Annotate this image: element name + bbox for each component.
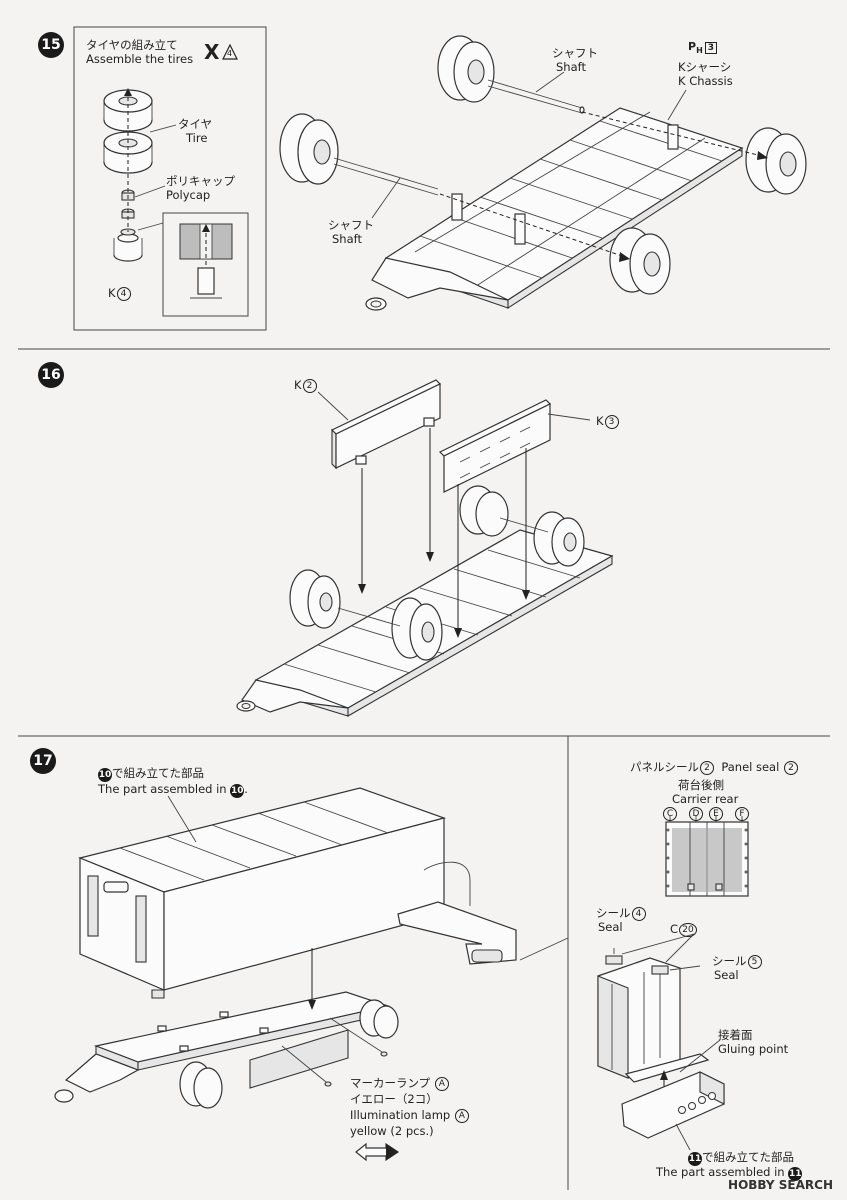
ref-10-jp-text: で組み立てた部品 xyxy=(112,766,204,780)
carrier-rear-drawing xyxy=(665,816,749,897)
ref-11-en: The part assembled in 11 xyxy=(656,1165,803,1181)
shaft-label-en: Shaft xyxy=(556,60,586,74)
panel-seal-en-number: 2 xyxy=(783,761,798,775)
ref-11-number: 11 xyxy=(688,1152,702,1166)
step-16-number: 16 xyxy=(38,362,64,388)
seal4-number: 4 xyxy=(631,907,646,921)
ref-10-jp: 10で組み立てた部品 xyxy=(98,766,204,782)
polycap-label-en: Polycap xyxy=(166,188,211,202)
seal-c-label: C xyxy=(662,806,677,821)
illumination-lamp-a: A xyxy=(454,1109,469,1123)
yellow-jp: イエロー（2コ） xyxy=(350,1092,438,1106)
x-mark: X xyxy=(204,40,220,64)
part-k2-number: 2 xyxy=(302,379,317,393)
tire-label-jp: タイヤ xyxy=(178,117,213,131)
panel-seal-jp: パネルシール xyxy=(630,760,699,774)
k-chassis-label-jp: Kシャーシ xyxy=(678,60,732,74)
seal-d-label: D xyxy=(688,806,703,821)
seal5-jp-text: シール xyxy=(712,954,747,968)
shaft-label-jp: シャフト xyxy=(552,46,598,60)
part-c20-number: 20 xyxy=(679,923,698,937)
rear-gate-drawing xyxy=(597,933,725,1151)
gluing-point-en: Gluing point xyxy=(718,1042,789,1056)
marker-lamp-jp: マーカーランプ A xyxy=(350,1076,449,1091)
part-k3-letter: K xyxy=(596,414,604,428)
ph-sub: H xyxy=(696,46,703,56)
part-c20-letter: C xyxy=(670,922,679,936)
seal-f-label: F xyxy=(734,806,749,821)
tire-label-en: Tire xyxy=(186,131,208,145)
ref-11-en-number: 11 xyxy=(788,1167,803,1181)
shaft2-label-en: Shaft xyxy=(332,232,362,246)
marker-lamp-jp-text: マーカーランプ xyxy=(350,1076,431,1090)
seal5-en: Seal xyxy=(714,968,739,982)
chassis-15-drawing xyxy=(279,35,807,311)
x-part-number: 4 xyxy=(227,49,233,58)
yellow-en: yellow (2 pcs.) xyxy=(350,1124,434,1138)
carrier-rear-en: Carrier rear xyxy=(672,792,739,806)
part-k3-number: 3 xyxy=(604,415,619,429)
seal4-jp-text: シール xyxy=(596,906,631,920)
part-k4-letter: K xyxy=(108,286,116,300)
marker-lamp-a: A xyxy=(434,1077,449,1091)
assemble-tires-title-en: Assemble the tires xyxy=(86,52,194,66)
ph-number: 3 xyxy=(704,42,718,54)
x-part-triangle-icon: 4 xyxy=(222,44,238,60)
polycap-label-jp: ポリキャップ xyxy=(166,174,235,188)
seal5-number: 5 xyxy=(747,955,762,969)
seal-e-label: E xyxy=(708,806,723,821)
part-k4-number: 4 xyxy=(116,287,131,301)
seal-c: C xyxy=(663,807,677,821)
tire-stack-drawing xyxy=(103,88,153,262)
ref-11-jp: 11で組み立てた部品 xyxy=(688,1150,794,1166)
ref-10-en: The part assembled in 10. xyxy=(98,782,248,798)
panel-seal-en: Panel seal xyxy=(721,760,780,774)
chassis-16-drawing xyxy=(236,379,614,717)
ref-11-en-text: The part assembled in xyxy=(656,1165,785,1179)
assemble-tires-title-jp: タイヤの組み立て xyxy=(86,38,178,52)
ref-10-number: 10 xyxy=(98,768,112,782)
k-chassis-label-en: K Chassis xyxy=(678,74,733,88)
gluing-point-jp: 接着面 xyxy=(718,1028,753,1042)
seal-f: F xyxy=(735,807,749,821)
carrier-rear-jp: 荷台後側 xyxy=(678,778,724,792)
ph-letter: P xyxy=(688,40,697,53)
seal-e: E xyxy=(709,807,723,821)
ref-11-jp-text: で組み立てた部品 xyxy=(702,1150,794,1164)
ref-10-en-text: The part assembled in xyxy=(98,782,227,796)
illumination-lamp-en: Illumination lamp A xyxy=(350,1108,469,1123)
trailer-17-drawing xyxy=(54,787,517,1162)
illumination-lamp-en-text: Illumination lamp xyxy=(350,1108,451,1122)
step-17-number: 17 xyxy=(30,748,56,774)
ref-10-en-number: 10 xyxy=(230,784,245,798)
shaft2-label-jp: シャフト xyxy=(328,218,374,232)
panel-seal-jp-number: 2 xyxy=(700,761,714,775)
seal4-en: Seal xyxy=(598,920,623,934)
hobby-search-watermark: HOBBY SEARCH xyxy=(728,1178,833,1192)
seal-d: D xyxy=(689,807,703,821)
part-k2-letter: K xyxy=(294,378,302,392)
step-15-number: 15 xyxy=(38,32,64,58)
